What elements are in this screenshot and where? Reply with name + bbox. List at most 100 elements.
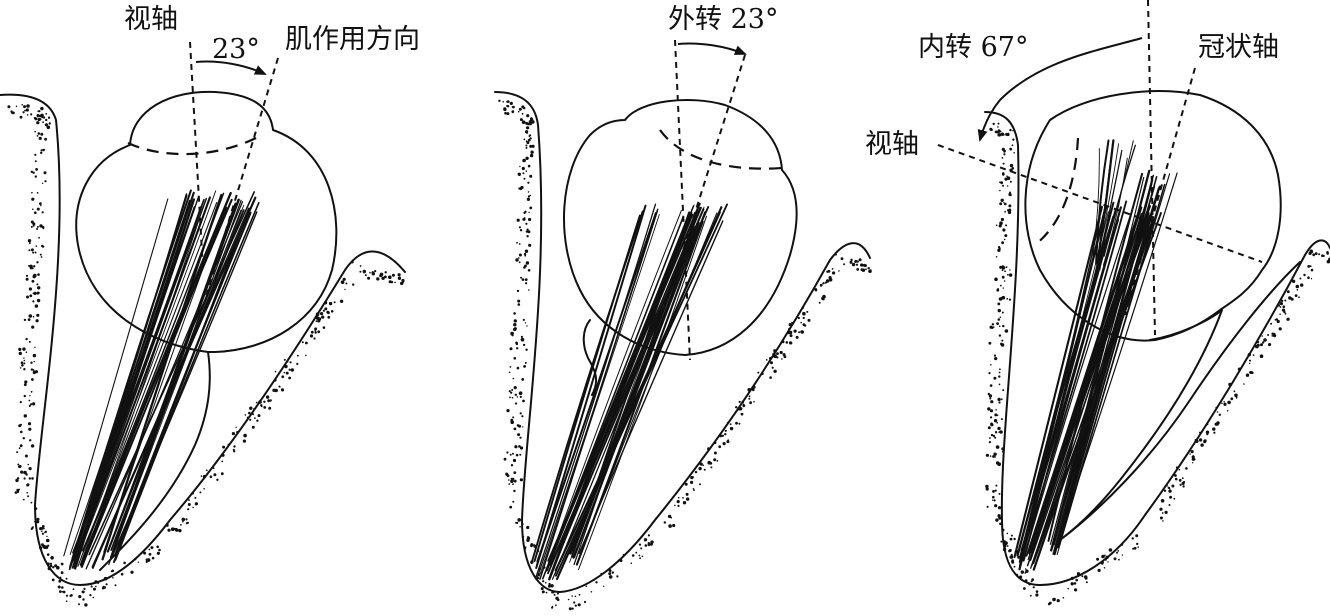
stipple-dot [831, 268, 834, 270]
stipple-dot [28, 399, 31, 402]
stipple-dot [807, 318, 811, 322]
stipple-dot [1101, 554, 1105, 559]
stipple-dot [802, 311, 806, 316]
stipple-dot [1006, 175, 1008, 177]
stipple-dot [1216, 411, 1219, 413]
stipple-dot [1008, 548, 1012, 552]
stipple-dot [567, 598, 570, 601]
stipple-dot [985, 487, 989, 491]
stipple-dot [997, 130, 1001, 133]
stipple-dot [187, 503, 191, 506]
stipple-dot [1133, 546, 1137, 550]
stipple-dot [34, 520, 36, 523]
stipple-dot [398, 276, 401, 279]
stipple-dot [199, 491, 202, 494]
stipple-dot [33, 265, 36, 268]
stipple-dot [1009, 555, 1014, 559]
stipple-dot [253, 408, 255, 410]
muscle-sheath [1059, 309, 1223, 541]
stipple-dot [305, 341, 308, 345]
stipple-dot [508, 371, 511, 374]
stipple-dot [231, 432, 235, 436]
stipple-dot [514, 393, 517, 396]
stipple-dot [376, 277, 380, 281]
stipple-dot [1013, 537, 1016, 541]
stipple-dot [1312, 253, 1316, 257]
stipple-dot [1001, 275, 1005, 279]
stipple-dot [994, 489, 997, 492]
stipple-dot [509, 366, 512, 368]
stipple-dot [273, 378, 277, 382]
muscle-outline [1059, 261, 1301, 541]
stipple-dot [529, 175, 533, 178]
stipple-dot [323, 301, 328, 305]
stipple-dot [511, 396, 514, 399]
stipple-dot [997, 308, 1001, 313]
stipple-dot [769, 356, 772, 360]
limbus-line [127, 134, 263, 156]
stipple-dot [351, 260, 354, 264]
stipple-dot [17, 463, 20, 466]
stipple-dot [1031, 578, 1035, 581]
stipple-dot [996, 414, 999, 417]
stipple-dot [289, 361, 292, 364]
stipple-dot [34, 117, 38, 121]
stipple-dot [509, 396, 511, 399]
angle-label: 23° [212, 34, 260, 65]
coronal-axis-label: 冠状轴 [1198, 32, 1279, 63]
stipple-dot [25, 108, 29, 112]
stipple-dot [1227, 400, 1231, 405]
stipple-dot [31, 197, 35, 201]
stipple-dot [751, 388, 755, 392]
stipple-dot [1070, 582, 1074, 586]
stipple-dot [314, 327, 318, 331]
stipple-dot [1113, 557, 1117, 561]
stipple-dot [188, 499, 190, 501]
stipple-dot [1011, 561, 1015, 564]
stipple-dot [1179, 483, 1182, 486]
stipple-dot [1073, 582, 1077, 585]
stipple-dot [320, 312, 324, 316]
stipple-dot [802, 316, 805, 320]
stipple-dot [735, 406, 738, 409]
stipple-dot [519, 412, 522, 415]
stipple-dot [40, 205, 42, 207]
stipple-dot [541, 590, 545, 594]
muscle-fiber [1013, 205, 1103, 559]
stipple-dot [227, 443, 230, 446]
stipple-dot [735, 421, 738, 425]
stipple-dot [39, 253, 42, 256]
stipple-dot [310, 330, 314, 334]
stipple-dot [1081, 575, 1084, 578]
stipple-dot [384, 271, 387, 274]
stipple-dot [590, 591, 593, 593]
stipple-dot [40, 256, 43, 258]
stipple-dot [533, 544, 536, 547]
stipple-dot [519, 446, 524, 450]
stipple-dot [1001, 172, 1005, 176]
stipple-dot [1013, 565, 1016, 568]
stipple-dot [1160, 499, 1165, 503]
stipple-dot [37, 115, 39, 118]
stipple-dot [28, 404, 31, 407]
stipple-dot [526, 126, 530, 130]
stipple-dot [1137, 546, 1139, 548]
stipple-dot [529, 137, 532, 140]
stipple-dot [1274, 318, 1277, 321]
stipple-dot [1003, 150, 1006, 153]
stipple-dot [526, 114, 530, 118]
stipple-dot [729, 426, 734, 431]
stipple-dot [997, 122, 1000, 125]
stipple-dot [1035, 593, 1039, 597]
stipple-dot [856, 260, 859, 263]
stipple-dot [512, 483, 514, 486]
stipple-dot [510, 420, 514, 425]
stipple-dot [1007, 274, 1009, 276]
stipple-dot [641, 555, 644, 558]
stipple-dot [513, 471, 517, 474]
stipple-dot [1005, 266, 1008, 268]
stipple-dot [28, 287, 32, 291]
muscle-fiber [1022, 200, 1128, 553]
stipple-dot [57, 585, 61, 589]
stipple-dot [692, 488, 695, 490]
